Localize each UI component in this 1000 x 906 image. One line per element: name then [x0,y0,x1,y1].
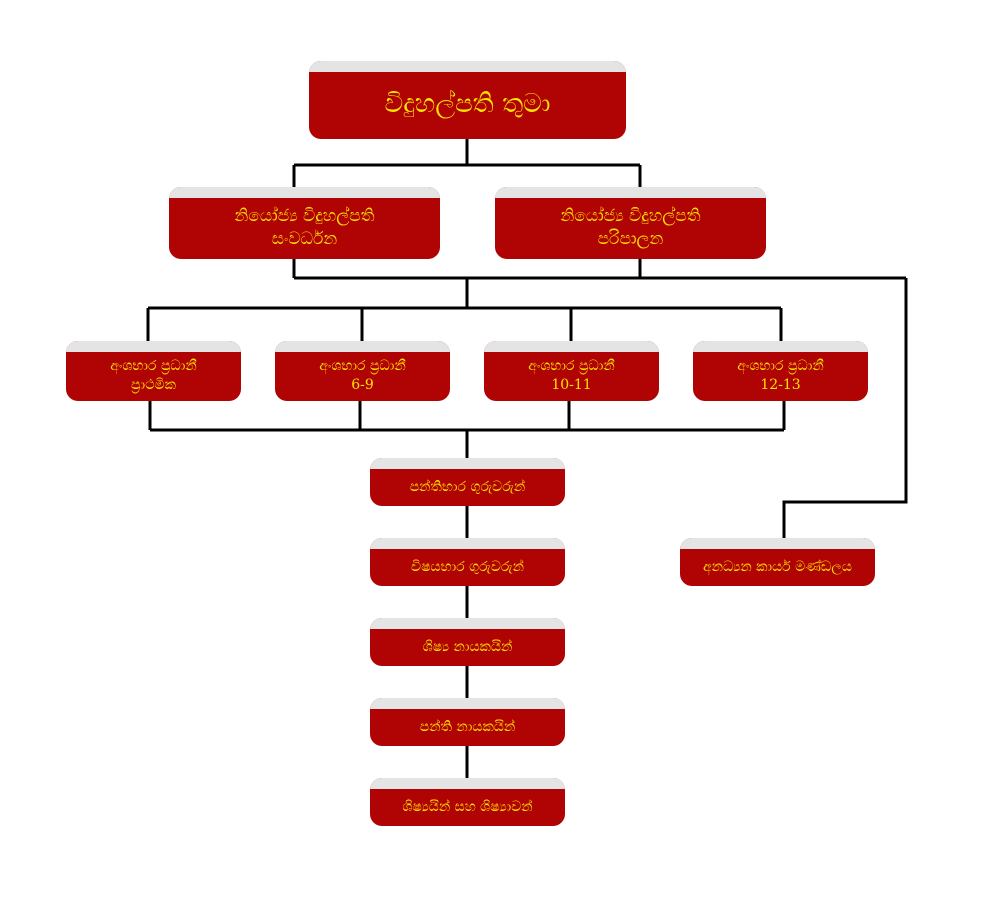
section-head-10-11-box: අංශභාර ප්‍රධානී 10-11 [484,341,659,401]
section-head-grade: ප්‍රාථමික [131,377,176,393]
principal-box: විදුහල්පති තුමා [309,61,626,139]
non-academic-staff-box: අනධ්‍යන කාර්ය මණ්ඩලය [680,538,875,586]
line-non-academic [782,278,908,538]
section-head-title: අංශභාර ප්‍රධානී [110,358,197,375]
section-head-grade: 6-9 [351,377,374,393]
section-head-title: අංශභාර ප්‍රධානී [528,358,615,375]
deputy-development-box: නියෝජ්‍ය විදුහල්පති සංවර්ධන [169,187,440,259]
box-label: විෂයභාර ගුරුවරුන් [411,558,524,575]
class-teachers-box: පන්තිභාර ගුරුවරුන් [370,458,565,506]
deputy-area: පරිපාලන [597,229,664,249]
section-head-title: අංශභාර ප්‍රධානී [737,358,824,375]
box-label: ශිෂ්‍ය නායකයින් [422,638,513,655]
section-head-primary-box: අංශභාර ප්‍රධානී ප්‍රාථමික [66,341,241,401]
student-leaders-box: ශිෂ්‍ය නායකයින් [370,618,565,666]
deputy-area: සංවර්ධන [271,229,338,249]
section-head-title: අංශභාර ප්‍රධානී [319,358,406,375]
box-label: ශිෂ්‍යයින් සහ ශිෂ්‍යාවන් [402,798,533,815]
line-principal-deputies [292,139,642,187]
line-deputies-sections [146,259,906,341]
box-label: අනධ්‍යන කාර්ය මණ්ඩලය [703,558,852,575]
deputy-title: නියෝජ්‍ය විදුහල්පති [234,206,375,227]
box-label: පන්ති නායකයින් [419,718,516,735]
section-head-grade: 10-11 [551,377,592,393]
deputy-administration-box: නියෝජ්‍ය විදුහල්පති පරිපාලන [495,187,766,259]
box-label: පන්තිභාර ගුරුවරුන් [409,478,526,495]
principal-title: විදුහල්පති තුමා [384,89,551,120]
students-box: ශිෂ්‍යයින් සහ ශිෂ්‍යාවන් [370,778,565,826]
deputy-title: නියෝජ්‍ය විදුහල්පති [560,206,701,227]
section-head-12-13-box: අංශභාර ප්‍රධානී 12-13 [693,341,868,401]
section-head-6-9-box: අංශභාර ප්‍රධානී 6-9 [275,341,450,401]
subject-teachers-box: විෂයභාර ගුරුවරුන් [370,538,565,586]
class-leaders-box: පන්ති නායකයින් [370,698,565,746]
line-sections-chain [148,401,786,458]
section-head-grade: 12-13 [760,377,801,393]
